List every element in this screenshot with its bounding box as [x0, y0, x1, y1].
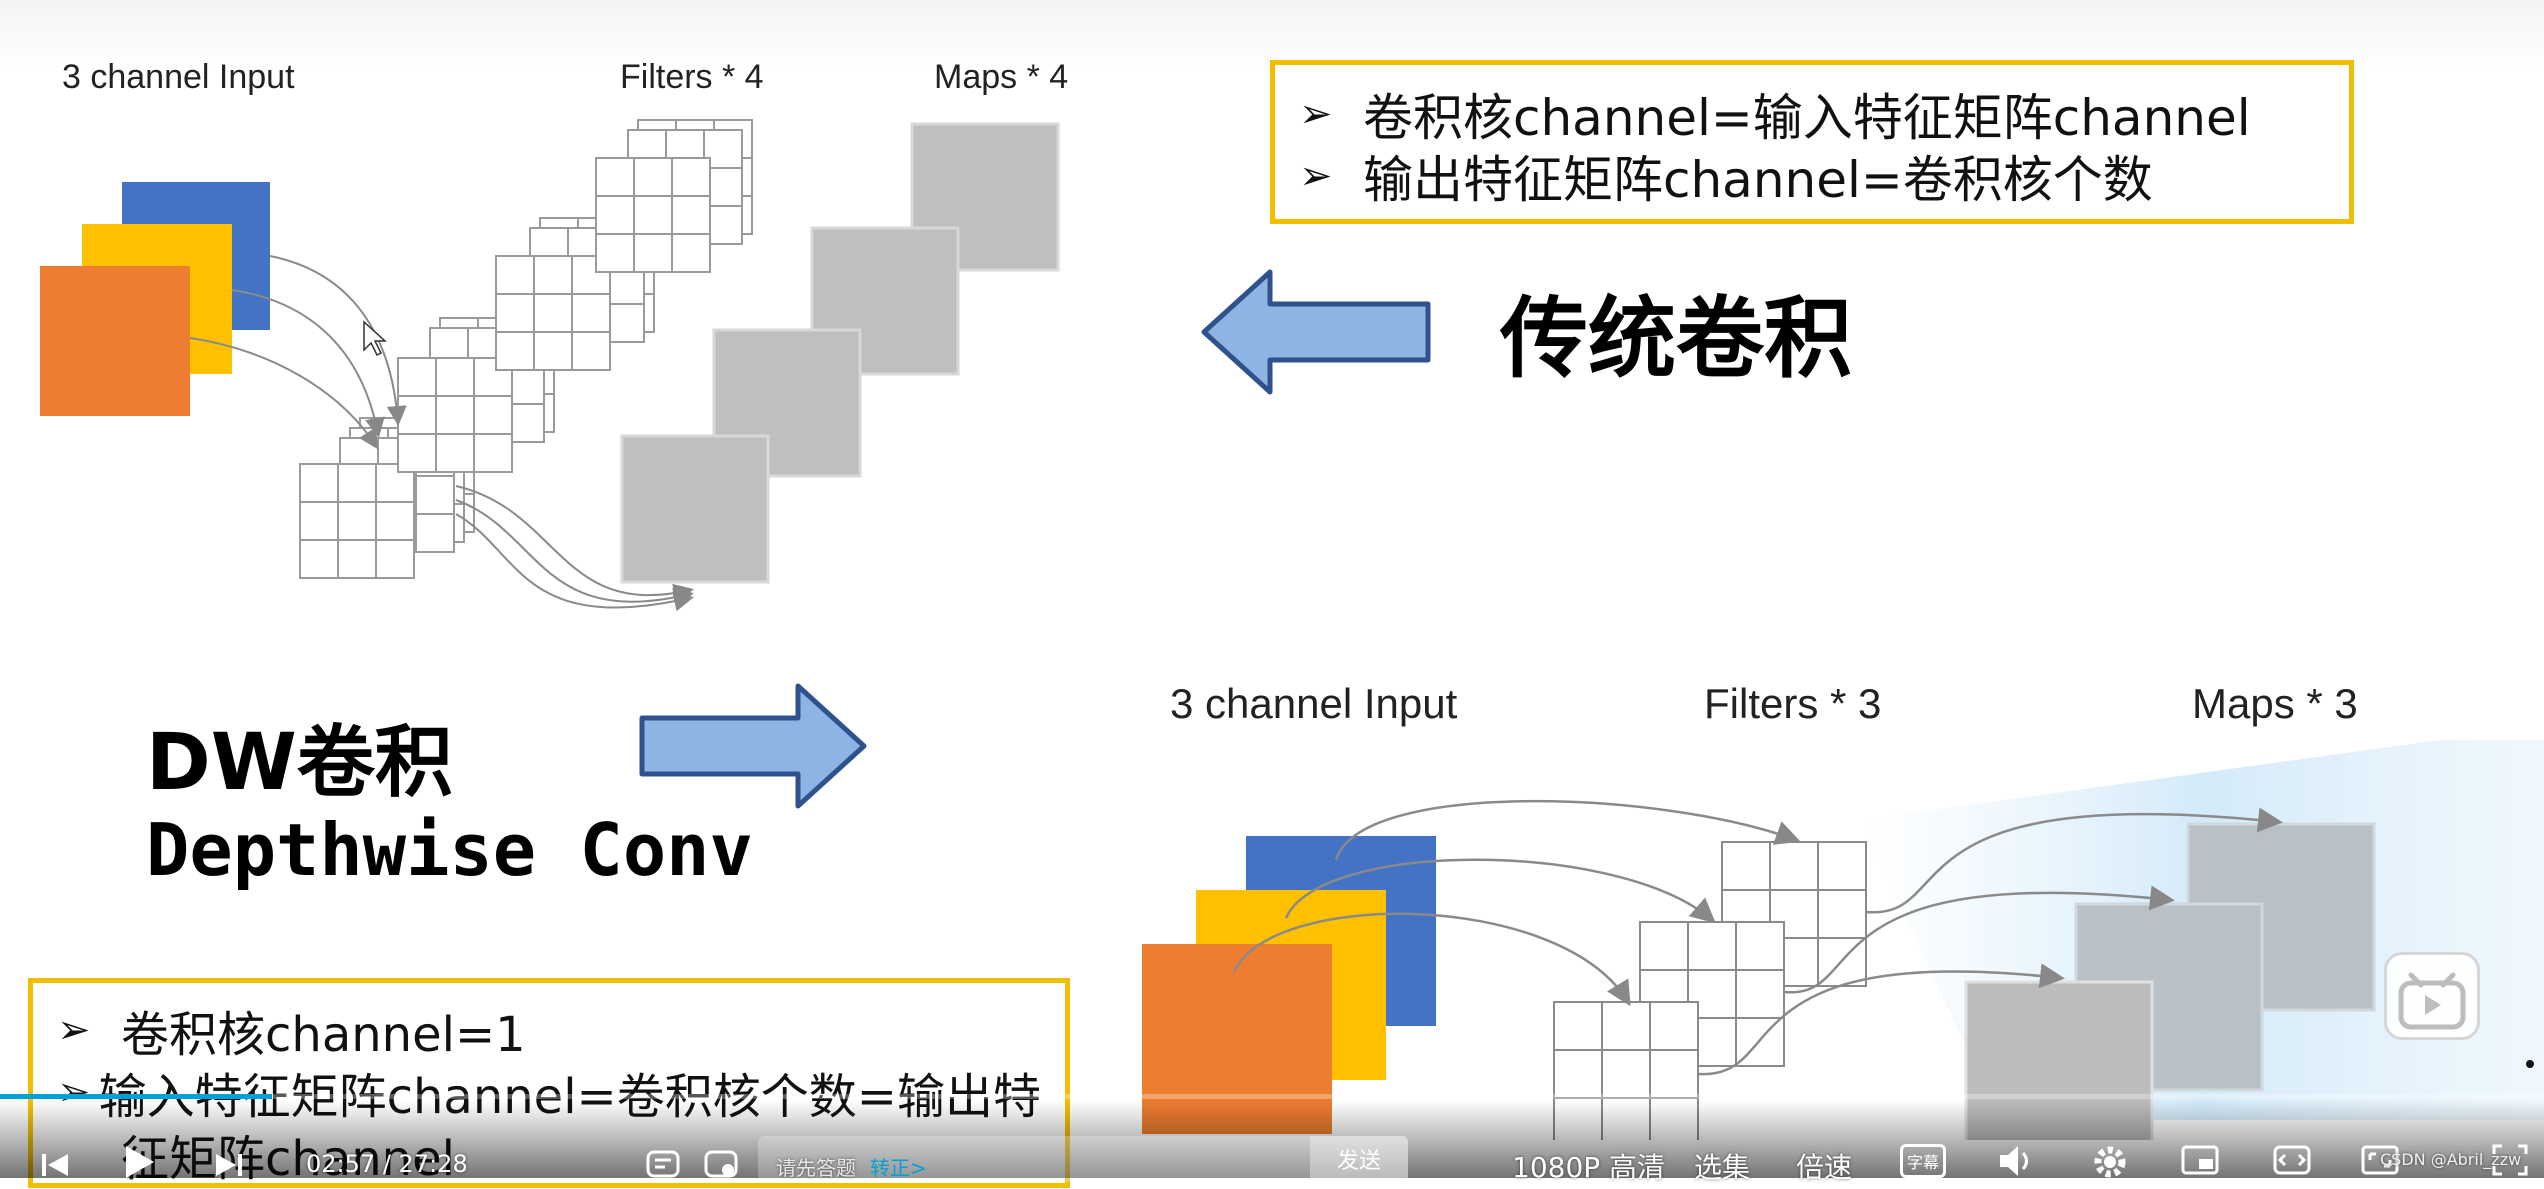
play-button[interactable]	[118, 1142, 158, 1186]
dw-conv-title: DW卷积	[146, 718, 453, 808]
top-filters-label: Filters * 4	[620, 58, 764, 96]
right-arrow-icon	[639, 683, 867, 809]
widescreen-button[interactable]	[2272, 1142, 2312, 1182]
picture-in-picture-icon	[2181, 1145, 2219, 1175]
time-total: 27:28	[398, 1150, 468, 1178]
danmu-settings-icon	[704, 1150, 738, 1178]
skip-next-icon	[216, 1154, 242, 1176]
top-connection-arrows	[189, 255, 694, 612]
mouse-cursor-icon	[363, 320, 387, 357]
danmu-input[interactable]	[758, 1136, 1408, 1182]
note-line-1: 卷积核channel=输入特征矩阵channel	[1363, 89, 2251, 147]
dw-conv-subtitle: Depthwise Conv	[146, 808, 753, 892]
traditional-conv-title: 传统卷积	[1500, 287, 1853, 390]
left-arrow-icon	[1201, 269, 1431, 395]
dw-note-line-1: 卷积核channel=1	[121, 1007, 526, 1063]
side-dot	[2526, 1060, 2534, 1068]
dw-filters	[1553, 841, 1867, 1140]
danmu-settings[interactable]	[704, 1146, 740, 1184]
note-row-1: ➢ 卷积核channel=输入特征矩阵channel	[1299, 83, 2325, 147]
bottom-input-label: 3 channel Input	[1170, 680, 1458, 727]
skip-previous-icon	[42, 1154, 68, 1176]
mini-player-button[interactable]	[2384, 952, 2480, 1040]
danmu-link[interactable]: 转正>	[870, 1156, 927, 1180]
prev-button[interactable]	[40, 1148, 70, 1182]
depthwise-conv-diagram	[1142, 740, 2544, 1140]
danmu-toggle[interactable]	[646, 1146, 682, 1184]
bullet-arrow-icon: ➢	[1299, 153, 1333, 199]
watermark: CSDN @Abril_zzw	[2380, 1150, 2522, 1169]
progress-track[interactable]	[0, 1094, 2544, 1099]
bullet-arrow-icon: ➢	[1299, 91, 1333, 137]
quality-button[interactable]: 1080P 高清	[1512, 1151, 1666, 1184]
top-input-label: 3 channel Input	[62, 58, 295, 96]
web-fullscreen-icon	[2361, 1145, 2399, 1175]
time-display: 02:57 / 27:28	[306, 1150, 468, 1178]
bullet-arrow-icon: ➢	[57, 1007, 91, 1053]
progress-fill	[0, 1094, 273, 1099]
input-channel-orange	[40, 266, 190, 416]
episodes-button[interactable]: 选集	[1694, 1151, 1751, 1184]
volume-icon	[2000, 1146, 2028, 1176]
note-line-2: 输出特征矩阵channel=卷积核个数	[1363, 151, 2153, 209]
output-map-4	[620, 434, 770, 584]
time-separator: /	[382, 1150, 391, 1178]
filter-group-4	[595, 119, 753, 273]
pip-button[interactable]	[2180, 1142, 2220, 1182]
bottom-filters-label: Filters * 3	[1704, 680, 1882, 727]
fullscreen-button[interactable]	[2490, 1142, 2530, 1182]
subtitle-button[interactable]: 字幕	[1900, 1144, 1946, 1178]
volume-button[interactable]	[1996, 1142, 2036, 1184]
traditional-conv-notes: ➢ 卷积核channel=输入特征矩阵channel ➢ 输出特征矩阵chann…	[1270, 60, 2354, 224]
send-button[interactable]: 发送	[1310, 1136, 1408, 1182]
danmu-placeholder: 请先答题	[776, 1156, 856, 1180]
time-current: 02:57	[306, 1150, 376, 1178]
slide-top-shade	[0, 0, 2544, 70]
web-fullscreen-button[interactable]	[2360, 1142, 2400, 1182]
widescreen-icon	[2273, 1145, 2311, 1175]
speed-button[interactable]: 倍速	[1796, 1151, 1853, 1184]
settings-button[interactable]	[2090, 1142, 2130, 1186]
traditional-conv-diagram	[40, 119, 1060, 612]
bottom-connection-arrows	[1232, 799, 2283, 1076]
bottom-maps-label: Maps * 3	[2192, 680, 2358, 727]
gear-icon	[2094, 1146, 2126, 1178]
top-maps-label: Maps * 4	[934, 58, 1069, 96]
next-button[interactable]	[214, 1148, 244, 1182]
note-row-2: ➢ 输出特征矩阵channel=卷积核个数	[1299, 145, 2325, 209]
dw-note-row-1: ➢ 卷积核channel=1	[57, 999, 1041, 1063]
filter-group-2	[397, 317, 555, 473]
tv-icon	[2398, 972, 2466, 1030]
play-icon	[126, 1146, 154, 1178]
fullscreen-icon	[2492, 1144, 2528, 1176]
danmu-icon	[646, 1150, 680, 1178]
